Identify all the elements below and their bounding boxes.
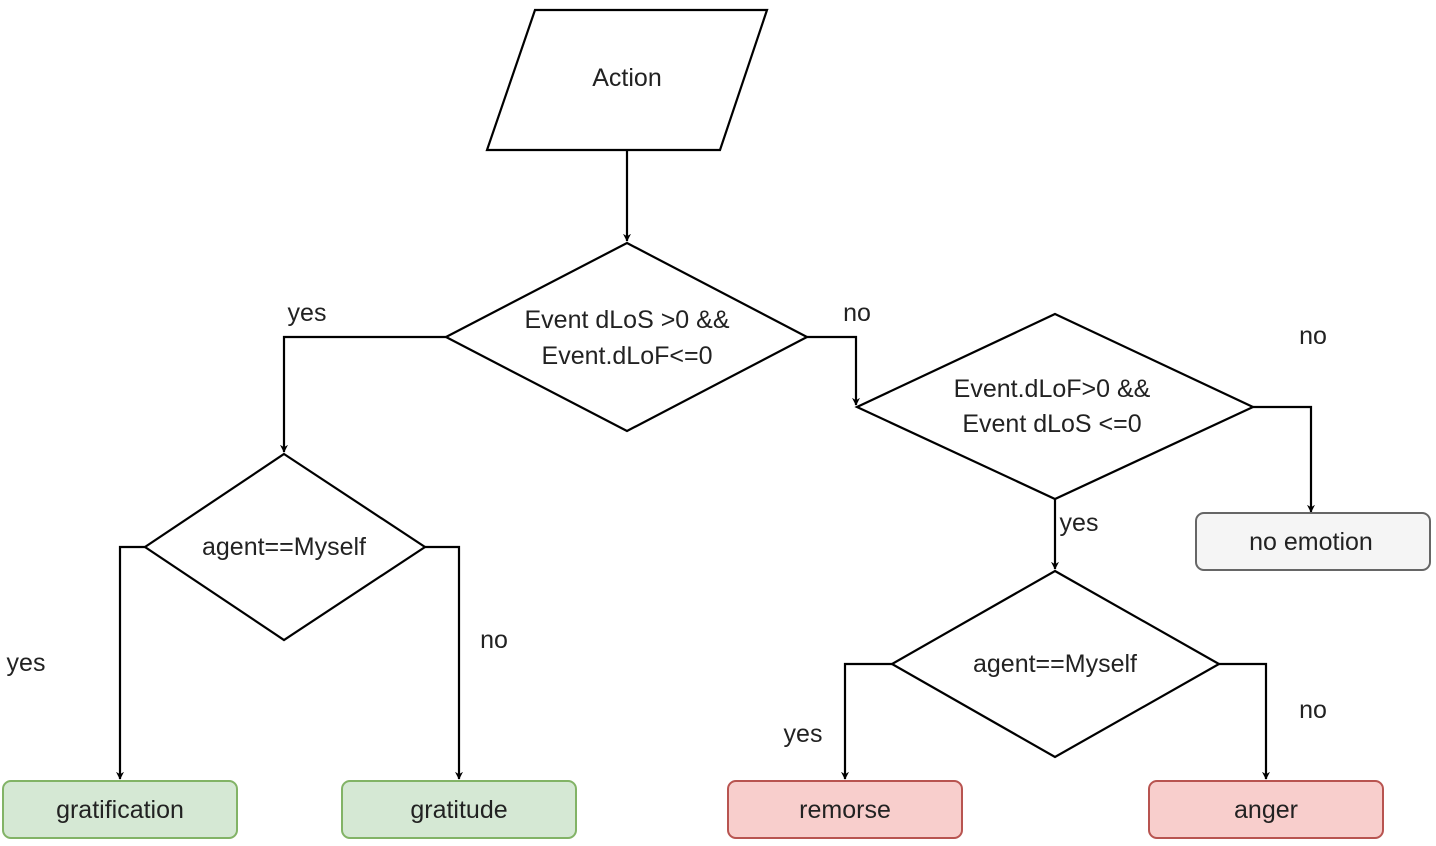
remorse-node: remorse <box>727 780 963 839</box>
edge-right-no <box>1253 405 1315 513</box>
edge-main-no <box>807 335 860 406</box>
edge-left-yes <box>116 545 145 780</box>
edge-label-right-yes: yes <box>1060 509 1099 537</box>
edge-label-left-no: no <box>480 626 508 654</box>
edge-right-agent-no <box>1219 662 1270 780</box>
gratitude-label: gratitude <box>410 796 507 824</box>
edge-right-agent-yes <box>841 662 892 780</box>
edge-label-main-no: no <box>843 299 871 327</box>
right-decision-line-2: Event dLoS <=0 <box>962 410 1141 438</box>
main-decision-line-2: Event.dLoF<=0 <box>542 342 713 370</box>
main-decision-line-1: Event dLoS >0 && <box>524 306 729 334</box>
gratification-label: gratification <box>56 796 184 824</box>
no-emotion-label: no emotion <box>1249 528 1373 556</box>
right-agent-decision-label: agent==Myself <box>973 650 1137 678</box>
left-agent-decision-label: agent==Myself <box>202 533 366 561</box>
edge-label-right-agent-yes: yes <box>784 720 823 748</box>
edges <box>116 150 1315 780</box>
edge-labels: yes no yes no no yes yes no <box>7 299 1327 748</box>
edge-label-main-yes: yes <box>288 299 327 327</box>
action-label: Action <box>592 64 661 92</box>
edge-label-right-no: no <box>1299 322 1327 350</box>
edge-main-yes <box>280 335 446 453</box>
gratification-node: gratification <box>2 780 238 839</box>
anger-node: anger <box>1148 780 1384 839</box>
right-decision-line-1: Event.dLoF>0 && <box>954 375 1151 403</box>
main-decision-node: Event dLoS >0 && Event.dLoF<=0 <box>443 241 810 433</box>
remorse-label: remorse <box>799 796 891 824</box>
anger-label: anger <box>1234 796 1298 824</box>
action-node: Action <box>485 8 769 152</box>
right-decision-node: Event.dLoF>0 && Event dLoS <=0 <box>854 312 1256 501</box>
edge-left-no <box>425 545 463 780</box>
edge-label-left-yes: yes <box>7 649 46 677</box>
left-agent-decision-node: agent==Myself <box>143 452 427 642</box>
gratitude-node: gratitude <box>341 780 577 839</box>
no-emotion-node: no emotion <box>1195 512 1431 571</box>
edge-label-right-agent-no: no <box>1299 696 1327 724</box>
right-agent-decision-node: agent==Myself <box>889 569 1222 759</box>
